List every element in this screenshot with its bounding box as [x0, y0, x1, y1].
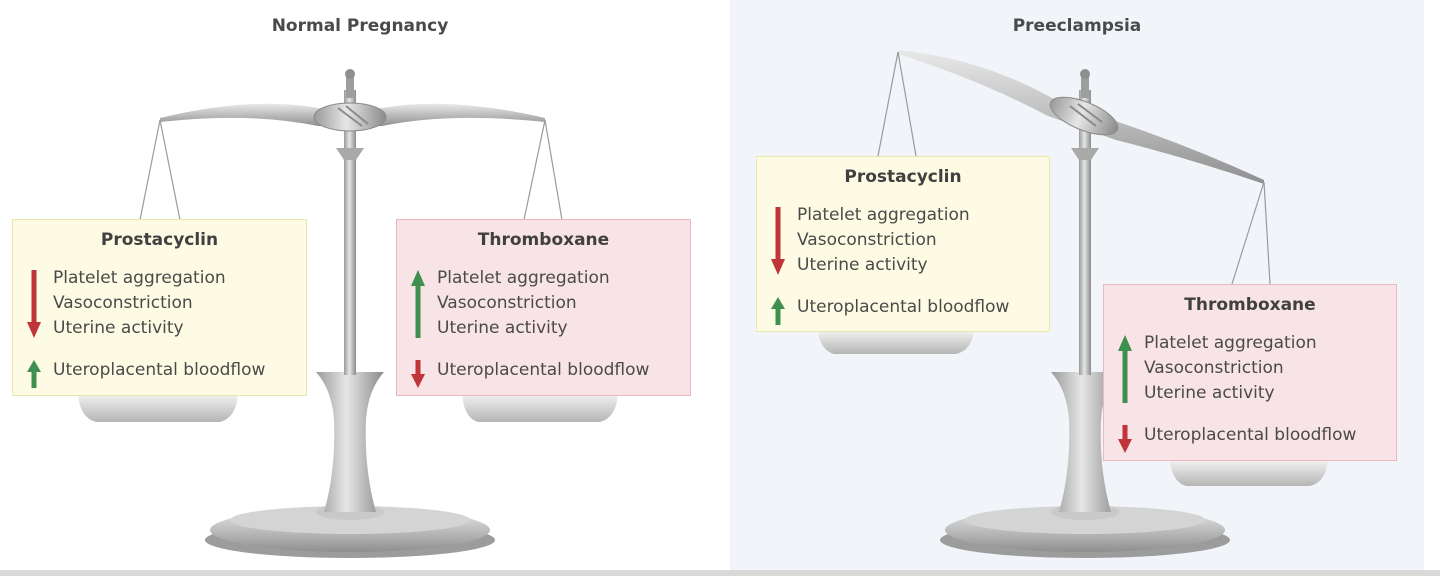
effects-list: Platelet aggregation Vasoconstriction Ut…	[1144, 331, 1317, 406]
bloodflow-label: Uteroplacental bloodflow	[797, 297, 1010, 317]
card-title: Prostacyclin	[844, 167, 962, 187]
normal-pregnancy-panel: Normal Pregnancy Prostacyclin	[0, 0, 720, 570]
bloodflow-label: Uteroplacental bloodflow	[53, 360, 266, 380]
bloodflow-label: Uteroplacental bloodflow	[437, 360, 650, 380]
down-arrow-icon	[411, 360, 425, 388]
bloodflow-label: Uteroplacental bloodflow	[1144, 425, 1357, 445]
effects-list: Platelet aggregation Vasoconstriction Ut…	[53, 266, 226, 341]
up-arrow-icon	[411, 270, 425, 338]
effect-item: Platelet aggregation	[797, 205, 970, 225]
effect-item: Platelet aggregation	[437, 268, 610, 288]
card-title: Prostacyclin	[100, 230, 219, 250]
effects-list: Platelet aggregation Vasoconstriction Ut…	[797, 203, 970, 278]
balanced-scale-illustration	[78, 69, 618, 558]
thromboxane-card: Thromboxane Platelet aggregation Vasocon…	[396, 219, 691, 396]
prostacyclin-card: Prostacyclin Platelet aggregation Vasoco…	[756, 156, 1050, 332]
effect-item: Uterine activity	[53, 318, 184, 338]
panel-title: Normal Pregnancy	[271, 16, 449, 36]
effect-item: Uterine activity	[437, 318, 568, 338]
effect-item: Platelet aggregation	[1144, 333, 1317, 353]
tilted-scale-illustration	[818, 50, 1328, 558]
down-arrow-icon	[1118, 425, 1132, 453]
effect-item: Vasoconstriction	[53, 293, 193, 313]
panel-title: Preeclampsia	[1012, 16, 1142, 36]
down-arrow-icon	[27, 270, 41, 338]
effect-item: Vasoconstriction	[1144, 358, 1284, 378]
up-arrow-icon	[771, 297, 785, 325]
effect-item: Uterine activity	[797, 255, 928, 275]
thromboxane-card: Thromboxane Platelet aggregation Vasocon…	[1103, 284, 1397, 461]
up-arrow-icon	[27, 360, 41, 388]
up-arrow-icon	[1118, 335, 1132, 403]
bottom-divider	[0, 570, 1440, 576]
effect-item: Uterine activity	[1144, 383, 1275, 403]
down-arrow-icon	[771, 207, 785, 275]
prostacyclin-card: Prostacyclin Platelet aggregation Vasoco…	[12, 219, 307, 396]
effect-item: Vasoconstriction	[797, 230, 937, 250]
effects-list: Platelet aggregation Vasoconstriction Ut…	[437, 266, 610, 341]
effect-item: Platelet aggregation	[53, 268, 226, 288]
card-title: Thromboxane	[477, 230, 610, 250]
effect-item: Vasoconstriction	[437, 293, 577, 313]
card-title: Thromboxane	[1184, 295, 1316, 315]
preeclampsia-panel: Preeclampsia Prostacyclin P	[730, 0, 1424, 570]
